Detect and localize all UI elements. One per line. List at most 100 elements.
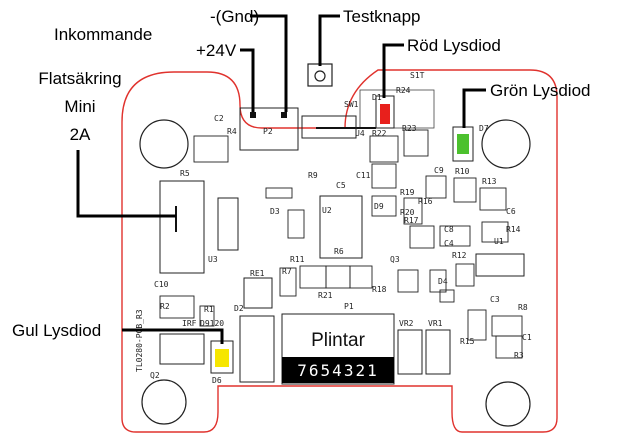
callout-flatsakring-3: 2A	[70, 125, 91, 144]
callout-gnd: -(Gnd)	[210, 7, 259, 26]
label-r21: R21	[318, 291, 333, 300]
trimmer-vr2	[397, 329, 423, 375]
gnd-leader	[250, 14, 288, 112]
label-c4: C4	[444, 239, 454, 248]
gul-lysdiod-leader	[122, 328, 224, 344]
callout-flatsakring-1: Flatsäkring	[38, 69, 121, 88]
label-r17: R17	[404, 216, 419, 225]
label-r14: R14	[506, 225, 521, 234]
mounting-hole-tl	[139, 119, 189, 169]
p2-pad-plus	[250, 112, 256, 118]
label-vr1: VR1	[428, 319, 443, 328]
plus24v-leader	[240, 48, 255, 112]
switch-sw1-body	[359, 89, 435, 129]
label-c2: C2	[214, 114, 224, 123]
label-r11: R11	[290, 255, 305, 264]
label-r2: R2	[160, 302, 170, 311]
passive-components	[159, 129, 523, 359]
label-d6: D6	[212, 376, 222, 385]
label-r19: R19	[400, 188, 415, 197]
label-d7: D7	[479, 124, 489, 133]
callout-inkommande: Inkommande	[54, 25, 152, 44]
label-d3: D3	[270, 207, 280, 216]
test-button	[307, 63, 333, 87]
label-d9: D9	[374, 202, 384, 211]
label-d2: D2	[234, 304, 244, 313]
label-r1: R1	[204, 305, 214, 314]
label-board-id: TL0280-PCB_R3	[135, 309, 144, 372]
power-connector-p2	[239, 107, 299, 151]
label-r13: R13	[482, 177, 497, 186]
fuse-holder-u3	[159, 180, 205, 274]
yellow-led	[215, 349, 229, 367]
label-r12: R12	[452, 251, 467, 260]
label-irf: IRF	[182, 319, 197, 328]
ic-u2	[319, 195, 363, 259]
red-led	[380, 104, 390, 124]
component-d3	[217, 197, 239, 251]
label-d1: D1	[372, 93, 382, 102]
label-s1t: S1T	[410, 71, 425, 80]
label-r22: R22	[372, 129, 387, 138]
label-re1: RE1	[250, 269, 265, 278]
label-r23: R23	[402, 124, 417, 133]
fuse-leader	[76, 150, 176, 218]
callout-flatsakring-2: Mini	[64, 97, 95, 116]
label-p1: P1	[344, 302, 354, 311]
label-r5: R5	[180, 169, 190, 178]
silkscreen-labels: C2 R4 P2 R5 SW1 R24 S1T D1 U4 R22 R23 D7…	[135, 71, 532, 385]
label-r6: R6	[334, 247, 344, 256]
label-d9120: D9120	[200, 319, 224, 328]
terminal-numbers-bar	[282, 357, 394, 383]
test-button-actuator	[314, 70, 326, 82]
callout-testknapp: Testknapp	[343, 7, 421, 26]
terminal-title: Plintar	[311, 330, 366, 351]
label-c8: C8	[444, 225, 454, 234]
ic-u1	[475, 253, 525, 277]
label-r24: R24	[396, 86, 411, 95]
label-p2: P2	[263, 127, 273, 136]
mounting-hole-tr	[481, 119, 531, 169]
component-d2	[239, 315, 275, 383]
label-r7: R7	[282, 267, 292, 276]
trimmer-vr1	[425, 329, 451, 375]
transistor-q2	[159, 333, 205, 365]
label-r10: R10	[455, 167, 470, 176]
label-c11: C11	[356, 171, 371, 180]
label-c3: C3	[490, 295, 500, 304]
terminal-numbers: 7654321	[297, 361, 378, 380]
mounting-hole-br	[485, 381, 531, 427]
label-q3: Q3	[390, 255, 400, 264]
label-u2: U2	[322, 206, 332, 215]
green-led	[457, 134, 469, 154]
ic-u4	[301, 115, 357, 139]
label-c6: C6	[506, 207, 516, 216]
mounting-hole-bl	[141, 379, 187, 425]
callout-plus24v: +24V	[196, 41, 237, 60]
label-c9: C9	[434, 166, 444, 175]
label-r15: R15	[460, 337, 475, 346]
label-r3: R3	[514, 351, 524, 360]
callout-rod-lysdiod: Röd Lysdiod	[407, 36, 501, 55]
label-r18: R18	[372, 285, 387, 294]
callout-gul-lysdiod: Gul Lysdiod	[12, 321, 101, 340]
relay-re1	[243, 277, 273, 309]
label-sw1: SW1	[344, 100, 359, 109]
rod-lysdiod-leader	[382, 43, 404, 98]
label-u1: U1	[494, 237, 504, 246]
label-c5: C5	[336, 181, 346, 190]
board-outline	[121, 69, 558, 433]
callout-gron-lysdiod: Grön Lysdiod	[490, 81, 590, 100]
label-r16: R16	[418, 197, 433, 206]
callout-lines	[76, 14, 486, 344]
label-d4: D4	[438, 277, 448, 286]
label-u4: U4	[355, 129, 365, 138]
gron-lysdiod-leader	[462, 88, 486, 128]
label-c1: C1	[522, 333, 532, 342]
p2-pad-gnd	[281, 112, 287, 118]
label-vr2: VR2	[399, 319, 414, 328]
label-r4: R4	[227, 127, 237, 136]
label-u3: U3	[208, 255, 218, 264]
